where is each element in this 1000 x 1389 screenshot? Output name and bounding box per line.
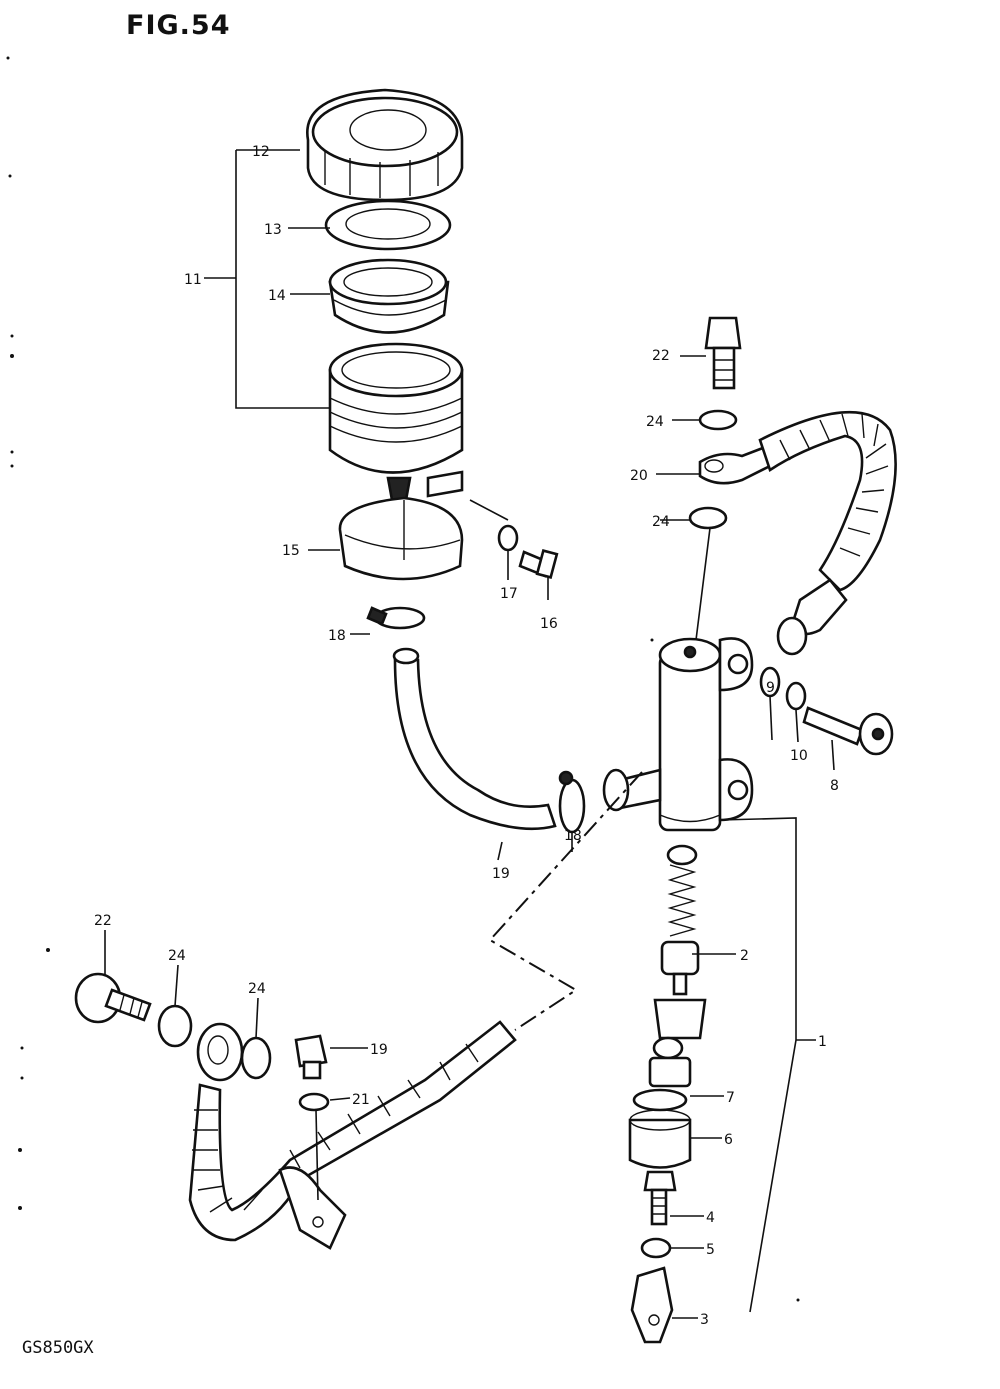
part-master-cylinder-body: [602, 637, 754, 832]
callout-23-upper: 22: [652, 348, 670, 364]
part-bolt-8: [802, 706, 894, 756]
part-piston-kit: [653, 940, 707, 1040]
part-band-washer: [497, 524, 519, 552]
callout-19-lower: 18: [564, 828, 582, 844]
callout-24-upper-a: 24: [646, 414, 664, 430]
part-hose-clip-lower: [558, 770, 586, 834]
callout-12: 12: [252, 144, 270, 160]
callout-4: 4: [706, 1210, 715, 1226]
callout-22: 21: [352, 1092, 370, 1108]
callout-24-lower-b: 24: [248, 981, 266, 997]
part-lock-nut: [640, 1237, 672, 1259]
part-reservoir-body: [328, 342, 464, 502]
part-washer-10: [785, 681, 807, 711]
callout-2: 2: [740, 948, 749, 964]
scan-marks: [6, 56, 800, 1302]
leader-lines: [104, 149, 835, 1319]
part-union-bolt-lower: [74, 972, 152, 1024]
callout-16: 16: [540, 616, 558, 632]
part-hose-clip-upper: [366, 606, 426, 630]
callout-20: 20: [630, 468, 648, 484]
callout-8: 8: [830, 778, 839, 794]
callout-18: 19: [492, 866, 510, 882]
callout-24-upper-b: 24: [652, 514, 670, 530]
part-bleed-washer: [298, 1092, 330, 1112]
callout-17: 17: [500, 586, 518, 602]
callout-21: 19: [370, 1042, 388, 1058]
callout-11: 11: [184, 272, 202, 288]
part-washer-upper-a: [698, 409, 738, 431]
callout-15: 15: [282, 543, 300, 559]
part-clevis: [630, 1266, 674, 1344]
part-reservoir-band: [338, 496, 464, 581]
part-brake-hose-upper: [758, 410, 897, 656]
callout-10: 10: [790, 748, 808, 764]
part-washer-upper-b: [688, 506, 728, 530]
callout-6: 6: [724, 1132, 733, 1148]
part-brake-hose-lower: [188, 1020, 517, 1250]
callout-3: 3: [700, 1312, 709, 1328]
part-reservoir-hose: [392, 647, 557, 831]
callout-9: 9: [766, 680, 775, 696]
callout-5: 5: [706, 1242, 715, 1258]
callout-14: 14: [268, 288, 286, 304]
part-union-bolt-upper: [704, 316, 742, 390]
callout-23-lower: 22: [94, 913, 112, 929]
callout-1: 1: [818, 1034, 827, 1050]
part-bleed-screw: [294, 1034, 328, 1080]
part-diaphragm: [328, 258, 450, 334]
part-band-bolt: [518, 549, 559, 579]
part-reservoir-cap: [306, 88, 464, 202]
part-union-fitting-lower: [196, 1022, 244, 1082]
callout-13: 13: [264, 222, 282, 238]
part-push-rod-assembly: [628, 1036, 692, 1226]
callout-24-lower-a: 24: [168, 948, 186, 964]
part-washer-lower-b: [240, 1036, 272, 1080]
part-washer-lower-a: [157, 1004, 193, 1048]
figure-title: FIG.54: [126, 10, 231, 41]
callout-19-upper: 18: [328, 628, 346, 644]
model-code: GS850GX: [22, 1338, 94, 1358]
part-union-fitting-upper: [698, 444, 772, 485]
part-spring: [666, 844, 698, 937]
part-cap-plate: [324, 199, 452, 251]
callout-7: 7: [726, 1090, 735, 1106]
